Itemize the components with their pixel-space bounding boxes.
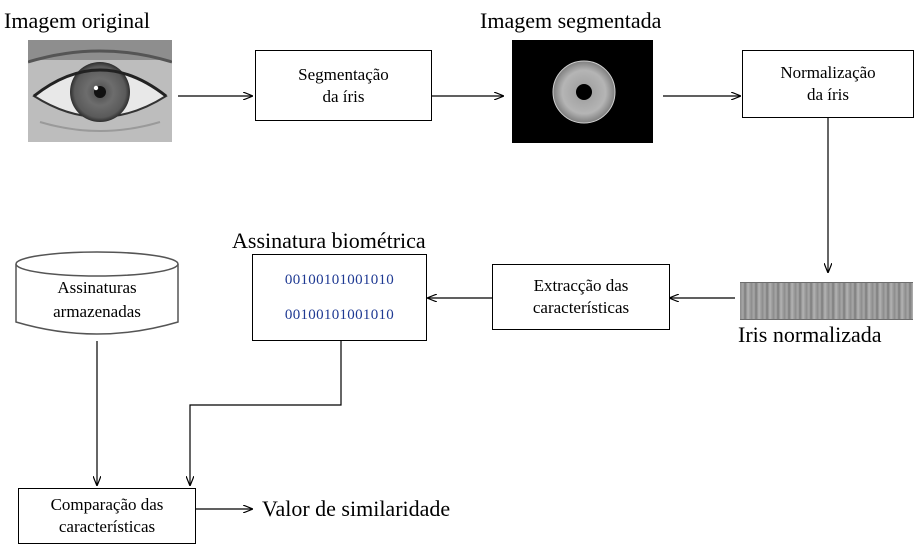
comparison-line-1: Comparação das <box>50 495 164 514</box>
arrow-signature-to-comparison <box>190 341 342 485</box>
signature-code-2: 00100101001010 <box>284 307 395 324</box>
feature-extraction-line-1: Extracção das <box>533 276 629 295</box>
comparison-line-2: características <box>58 517 156 536</box>
stored-signatures-line-2: armazenadas <box>53 302 141 321</box>
normalization-box: Normalização da íris <box>742 50 914 118</box>
segmentation-box: Segmentação da íris <box>255 50 432 121</box>
feature-extraction-line-2: características <box>532 298 630 317</box>
segmentation-line-2: da íris <box>322 86 365 106</box>
stored-signatures-database: Assinaturas armazenadas <box>14 250 180 342</box>
original-eye-image <box>28 40 172 142</box>
segmented-image-caption: Imagem segmentada <box>480 8 662 33</box>
segmentation-line-1: Segmentação <box>298 64 389 84</box>
normalized-iris-caption: Iris normalizada <box>738 322 882 347</box>
comparison-box: Comparação das características <box>18 488 196 544</box>
database-cylinder-shape <box>15 251 179 335</box>
stored-signatures-line-1: Assinaturas <box>57 278 137 297</box>
signature-code-1: 00100101001010 <box>284 271 395 288</box>
original-image-caption: Imagem original <box>4 8 151 33</box>
normalization-line-2: da íris <box>806 85 850 104</box>
similarity-value-caption: Valor de similaridade <box>262 496 451 521</box>
normalization-line-1: Normalização <box>780 63 876 82</box>
biometric-signature-caption: Assinatura biométrica <box>232 228 426 253</box>
stored-signatures-label: Assinaturas armazenadas <box>14 276 180 324</box>
segmented-iris-image <box>512 40 653 143</box>
signature-codes-box: 00100101001010 00100101001010 <box>252 254 427 341</box>
feature-extraction-box: Extracção das características <box>492 264 670 330</box>
normalized-iris-strip <box>740 282 913 320</box>
